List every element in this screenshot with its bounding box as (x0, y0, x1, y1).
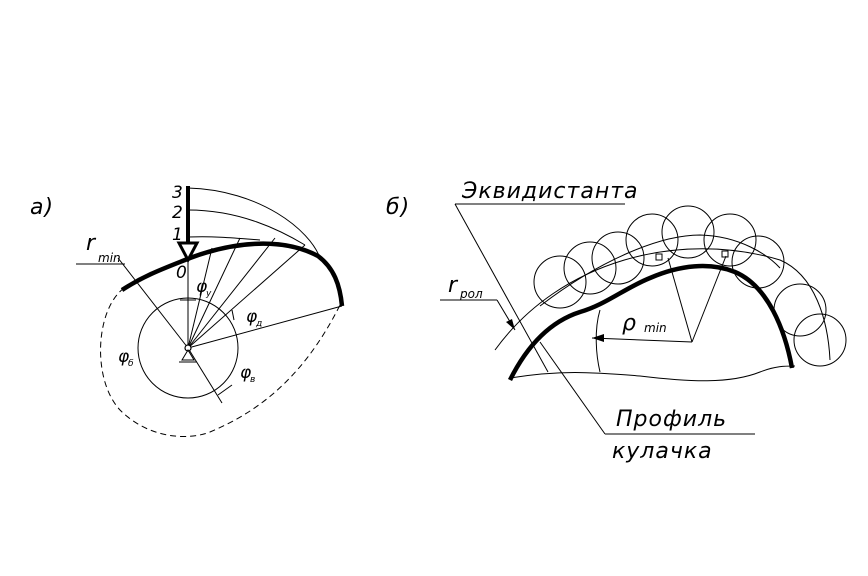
phi-b-label: φ (118, 347, 130, 367)
phi-v-label: φ (240, 363, 252, 383)
profile-label-line1: Профиль (616, 407, 727, 432)
right-angle-mark-right (721, 250, 729, 258)
panel-a: а) (30, 183, 345, 437)
r-min-label: r (86, 231, 97, 256)
rho-ray-left (667, 257, 693, 343)
equidistant-curve (539, 234, 781, 307)
right-angle-mark-left (655, 253, 663, 261)
profile-label-line2: кулачка (612, 439, 713, 464)
phi-b-subscript: б (128, 359, 134, 369)
pivot-point (184, 344, 192, 352)
cam-return-outline (100, 287, 341, 437)
follower-tip (176, 241, 200, 264)
phi-d-label: φ (246, 307, 258, 327)
equidistant-label: Эквидистанта (461, 179, 639, 204)
arc-position-2 (187, 209, 306, 246)
r-rol-arrowhead (506, 319, 515, 330)
phi-v-subscript: в (250, 375, 255, 385)
equidistant-base-arc (494, 248, 831, 361)
position-label-3: 3 (172, 183, 183, 203)
phi-y-subscript: у (205, 289, 212, 299)
rho-min-arrowhead (592, 334, 604, 342)
equidistant-leader (454, 203, 549, 373)
pivot-support (181, 349, 195, 361)
position-label-0: 0 (176, 263, 187, 283)
r-rol-label: r (448, 273, 459, 298)
cam-body-bottom (509, 365, 796, 382)
r-rol-subscript: рол (459, 287, 483, 301)
arc-position-1 (187, 236, 261, 241)
position-label-1: 1 (172, 225, 183, 245)
phi-d-subscript: д (255, 319, 262, 329)
profile-leader (539, 341, 606, 435)
cam-profile-a (120, 241, 345, 307)
panel-a-label: а) (30, 195, 54, 220)
panel-b: б) (386, 179, 847, 464)
arc-position-3 (187, 187, 321, 259)
rho-min-label: ρ (622, 311, 637, 336)
position-label-2: 2 (172, 203, 183, 223)
rho-min-dimension (591, 337, 693, 343)
rho-ray-right (691, 255, 727, 343)
cam-profile-b (507, 263, 795, 382)
phi-y-label: φ (196, 277, 208, 297)
roller-circles (533, 205, 847, 367)
radial-rays (117, 237, 343, 404)
r-min-subscript: min (98, 251, 121, 265)
phi-v-arrow (217, 384, 233, 396)
phi-d-arrow (231, 309, 235, 321)
cam-body-left (595, 309, 601, 373)
rho-min-subscript: min (644, 321, 667, 335)
panel-b-label: б) (386, 195, 410, 220)
